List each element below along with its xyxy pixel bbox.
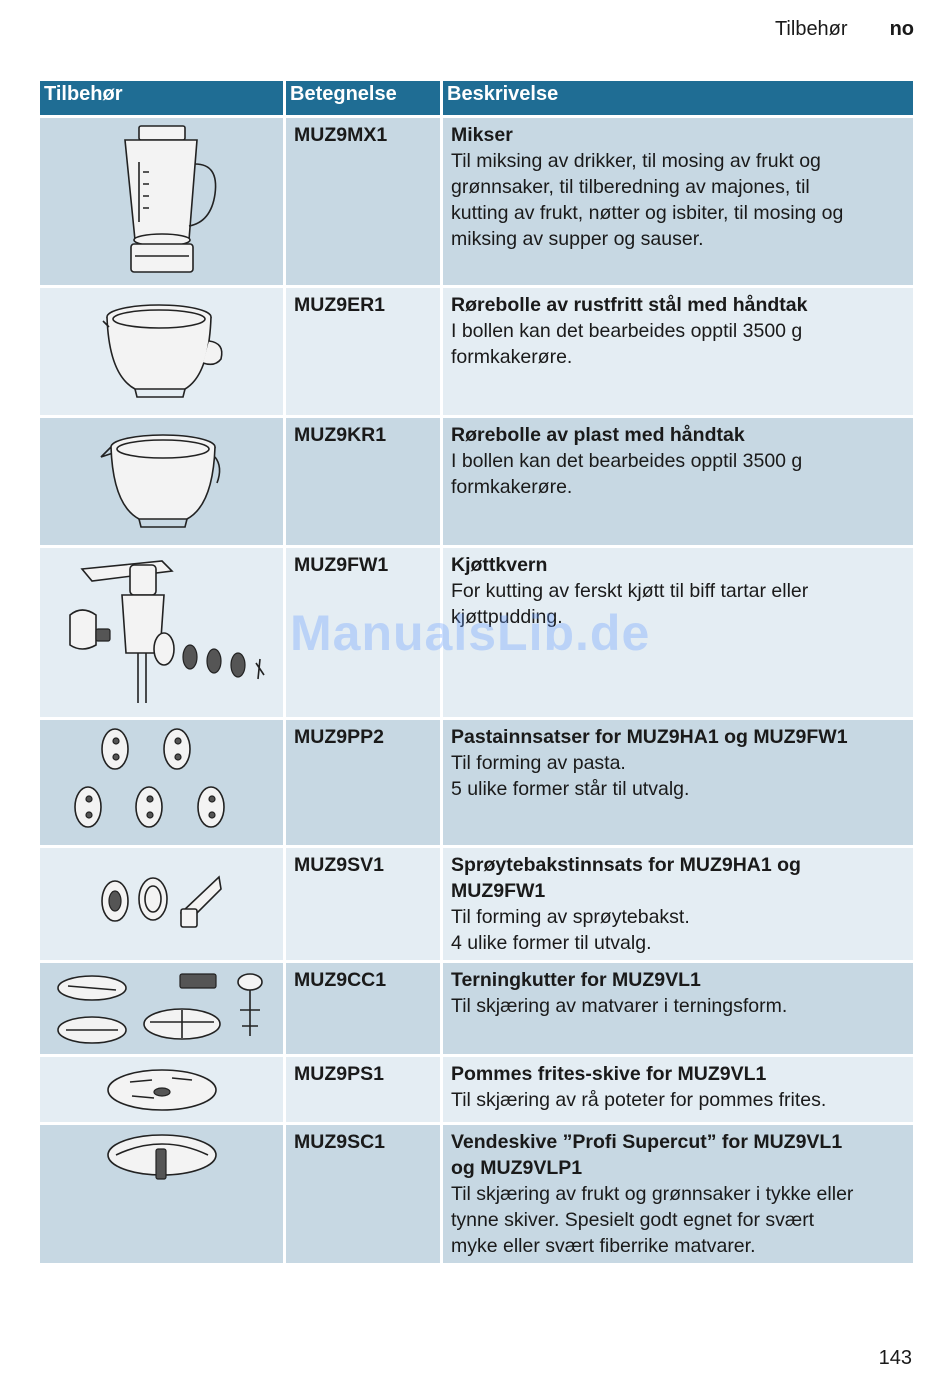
section-title: Tilbehør [774,18,848,40]
table-row: MUZ9SV1 Sprøytebakstinnsats for MUZ9HA1 … [37,845,916,963]
description-text: Til miksing av drikker, til mosing av fr… [451,150,844,250]
accessory-image [37,960,286,1057]
product-description: Terningkutter for MUZ9VL1 Til skjæring a… [440,960,916,1057]
description-title: Rørebolle av plast med håndtak [451,424,745,446]
table-row: MUZ9PS1 Pommes frites-skive for MUZ9VL1 … [37,1054,916,1125]
description-text: For kutting av ferskt kjøtt til biff tar… [451,580,809,628]
product-code: MUZ9SV1 [283,845,443,963]
accessory-image [37,415,286,548]
watermark: ManualsLib.de [290,605,651,661]
blender-jug-icon [123,124,216,273]
dicing-kit-icon [56,972,263,1044]
description-text: Til skjæring av rå poteter for pommes fr… [451,1089,827,1111]
product-code: MUZ9KR1 [283,415,443,548]
plastic-bowl-icon [99,433,220,528]
table-row: MUZ9SC1 Vendeskive ”Profi Supercut” for … [37,1122,916,1266]
description-title: Pommes frites-skive for MUZ9VL1 [451,1063,767,1085]
product-description: Mikser Til miksing av drikker, til mosin… [440,115,916,288]
description-title: Kjøttkvern [451,554,548,576]
description-text: I bollen kan det bearbeides opptil 3500 … [451,450,803,498]
table-row: MUZ9CC1 Terningkutter for MUZ9VL1 Til sk… [37,960,916,1057]
column-header-description: Beskrivelse [440,78,916,118]
description-text: Til forming av pasta. 5 ulike former stå… [451,752,690,800]
page-header: Tilbehør no [775,18,914,41]
language-code: no [889,18,914,40]
table-header-row: Tilbehør Betegnelse Beskrivelse [37,78,916,118]
table-row: MUZ9PP2 Pastainnsatser for MUZ9HA1 og MU… [37,717,916,848]
product-description: Pommes frites-skive for MUZ9VL1 Til skjæ… [440,1054,916,1125]
product-code: MUZ9FW1 [283,545,443,720]
fries-disc-icon [106,1068,217,1111]
description-text: Til skjæring av frukt og grønnsaker i ty… [451,1183,854,1257]
product-code: MUZ9PP2 [283,717,443,848]
product-code: MUZ9SC1 [283,1122,443,1266]
accessories-table: Tilbehør Betegnelse Beskrivelse MUZ9MX1 [37,78,916,1266]
table-row: MUZ9MX1 Mikser Til miksing av drikker, t… [37,115,916,288]
product-description: Vendeskive ”Profi Supercut” for MUZ9VL1 … [440,1122,916,1266]
description-title: Mikser [451,124,513,146]
description-title: Rørebolle av rustfritt stål med håndtak [451,294,808,316]
product-code: MUZ9PS1 [283,1054,443,1125]
product-description: Rørebolle av plast med håndtak I bollen … [440,415,916,548]
table-row: MUZ9FW1 Kjøttkvern For kutting av ferskt… [37,545,916,720]
product-code: MUZ9MX1 [283,115,443,288]
accessory-image [37,845,286,963]
page-number: 143 [878,1347,912,1369]
product-description: Kjøttkvern For kutting av ferskt kjøtt t… [440,545,916,720]
accessory-image [37,1122,286,1266]
description-title: Pastainnsatser for MUZ9HA1 og MUZ9FW1 [451,726,848,748]
table-row: MUZ9KR1 Rørebolle av plast med håndtak I… [37,415,916,548]
description-title: Vendeskive ”Profi Supercut” for MUZ9VL1 … [451,1131,843,1179]
product-description: Sprøytebakstinnsats for MUZ9HA1 og MUZ9F… [440,845,916,963]
description-text: Til skjæring av matvarer i terningsform. [451,995,788,1017]
accessory-image [37,545,286,720]
accessory-image [37,1054,286,1125]
reversible-disc-icon [106,1134,217,1180]
product-code: MUZ9ER1 [283,285,443,418]
meat-grinder-icon [68,559,265,703]
table-row: MUZ9ER1 Rørebolle av rustfritt stål med … [37,285,916,418]
pasta-discs-icon [73,727,225,828]
description-text: Til forming av sprøytebakst. 4 ulike for… [451,906,690,954]
accessory-image [37,285,286,418]
description-text: I bollen kan det bearbeides opptil 3500 … [451,320,803,368]
column-header-accessory: Tilbehør [37,78,286,118]
steel-bowl-icon [101,303,223,398]
accessory-image [37,115,286,288]
column-header-designation: Betegnelse [283,78,443,118]
description-title: Sprøytebakstinnsats for MUZ9HA1 og MUZ9F… [451,854,801,902]
accessory-image [37,717,286,848]
cookie-press-icon [100,875,222,928]
product-code: MUZ9CC1 [283,960,443,1057]
description-title: Terningkutter for MUZ9VL1 [451,969,701,991]
product-description: Rørebolle av rustfritt stål med håndtak … [440,285,916,418]
product-description: Pastainnsatser for MUZ9HA1 og MUZ9FW1 Ti… [440,717,916,848]
